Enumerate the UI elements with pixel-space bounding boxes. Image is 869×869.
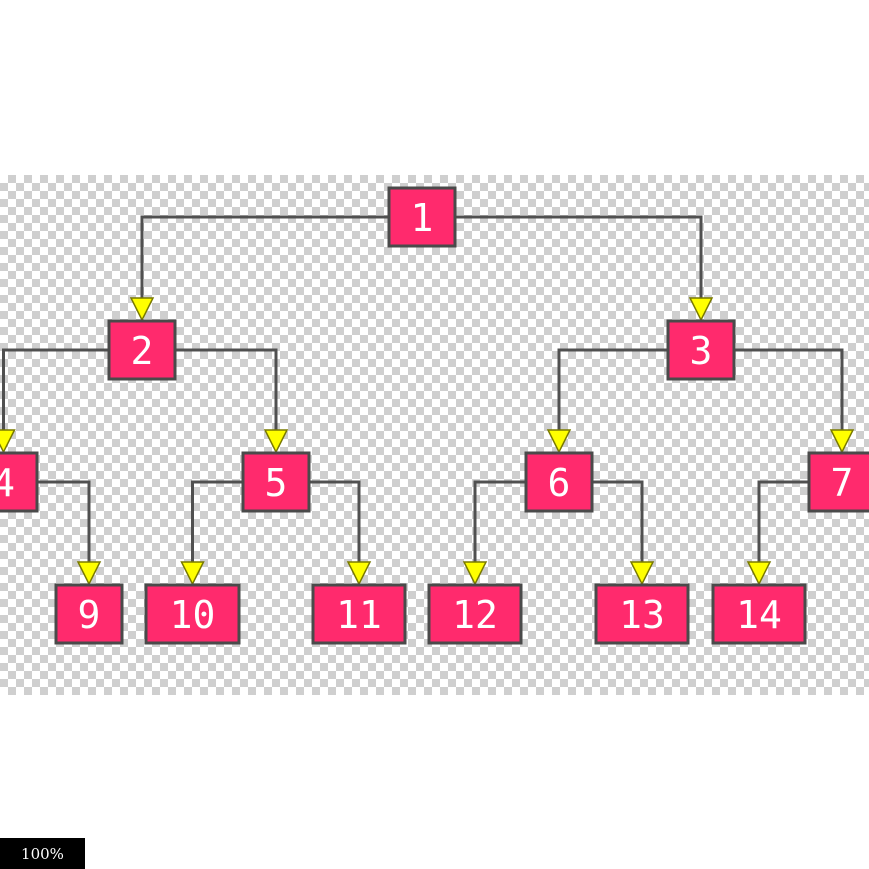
node-label: 4: [0, 461, 15, 505]
node-label: 12: [452, 593, 498, 637]
tree-node-5: 5: [241, 451, 311, 513]
tree-node-12: 12: [427, 583, 523, 645]
edge-1-2: [140, 215, 389, 302]
edge-6-12: [473, 480, 526, 566]
node-box: [711, 583, 807, 645]
arrowhead-5-10: [180, 561, 205, 586]
tree-node-13: 13: [594, 583, 690, 645]
arrowhead-6-12: [462, 561, 488, 586]
arrowhead-3-7: [829, 429, 855, 454]
node-box: [0, 451, 39, 513]
edge-1-3: [455, 215, 703, 302]
arrowhead-4-9: [76, 561, 102, 586]
arrowhead-7-14: [746, 561, 772, 586]
edge-5-11: [309, 480, 361, 566]
node-label: 10: [170, 593, 216, 637]
tree-node-7: 7: [807, 451, 869, 513]
node-label: 6: [548, 461, 571, 505]
tree-node-9: 9: [54, 583, 124, 645]
tree-node-1: 1: [387, 186, 457, 248]
arrowhead-6-13: [629, 561, 655, 586]
node-label: 3: [690, 329, 713, 373]
tree-node-11: 11: [311, 583, 407, 645]
tree-node-4: 4: [0, 451, 39, 513]
node-label: 5: [265, 461, 288, 505]
node-label: 1: [411, 196, 434, 240]
node-label: 13: [619, 593, 665, 637]
edge-3-6: [557, 348, 668, 434]
edge-3-7: [734, 348, 844, 434]
edge-6-13: [592, 480, 644, 566]
edge-4-9: [37, 480, 91, 566]
node-box: [241, 451, 311, 513]
node-box: [387, 186, 457, 248]
node-label: 14: [736, 593, 782, 637]
node-label: 2: [131, 329, 154, 373]
edge-2-4: [2, 348, 109, 434]
arrowhead-1-3: [688, 297, 714, 322]
tree-node-14: 14: [711, 583, 807, 645]
node-box: [427, 583, 523, 645]
zoom-level-indicator: 100%: [0, 838, 85, 869]
arrowhead-3-6: [546, 429, 572, 454]
node-box: [54, 583, 124, 645]
node-box: [807, 451, 869, 513]
node-box: [666, 319, 736, 381]
tree-node-10: 10: [144, 583, 241, 645]
arrowhead-2-5: [263, 429, 289, 454]
arrowhead-2-4: [0, 429, 16, 454]
node-label: 7: [831, 461, 854, 505]
edge-5-10: [191, 480, 243, 566]
tree-node-3: 3: [666, 319, 736, 381]
arrowhead-1-2: [129, 297, 155, 322]
tree-node-2: 2: [107, 319, 177, 381]
tree-node-6: 6: [524, 451, 594, 513]
node-box: [594, 583, 690, 645]
arrowhead-5-11: [346, 561, 372, 586]
node-box: [524, 451, 594, 513]
node-box: [311, 583, 407, 645]
node-box: [144, 583, 241, 645]
edge-7-14: [757, 480, 809, 566]
node-box: [107, 319, 177, 381]
edges: [0, 215, 855, 586]
node-label: 11: [336, 593, 382, 637]
edge-2-5: [175, 348, 278, 434]
node-label: 9: [78, 593, 101, 637]
